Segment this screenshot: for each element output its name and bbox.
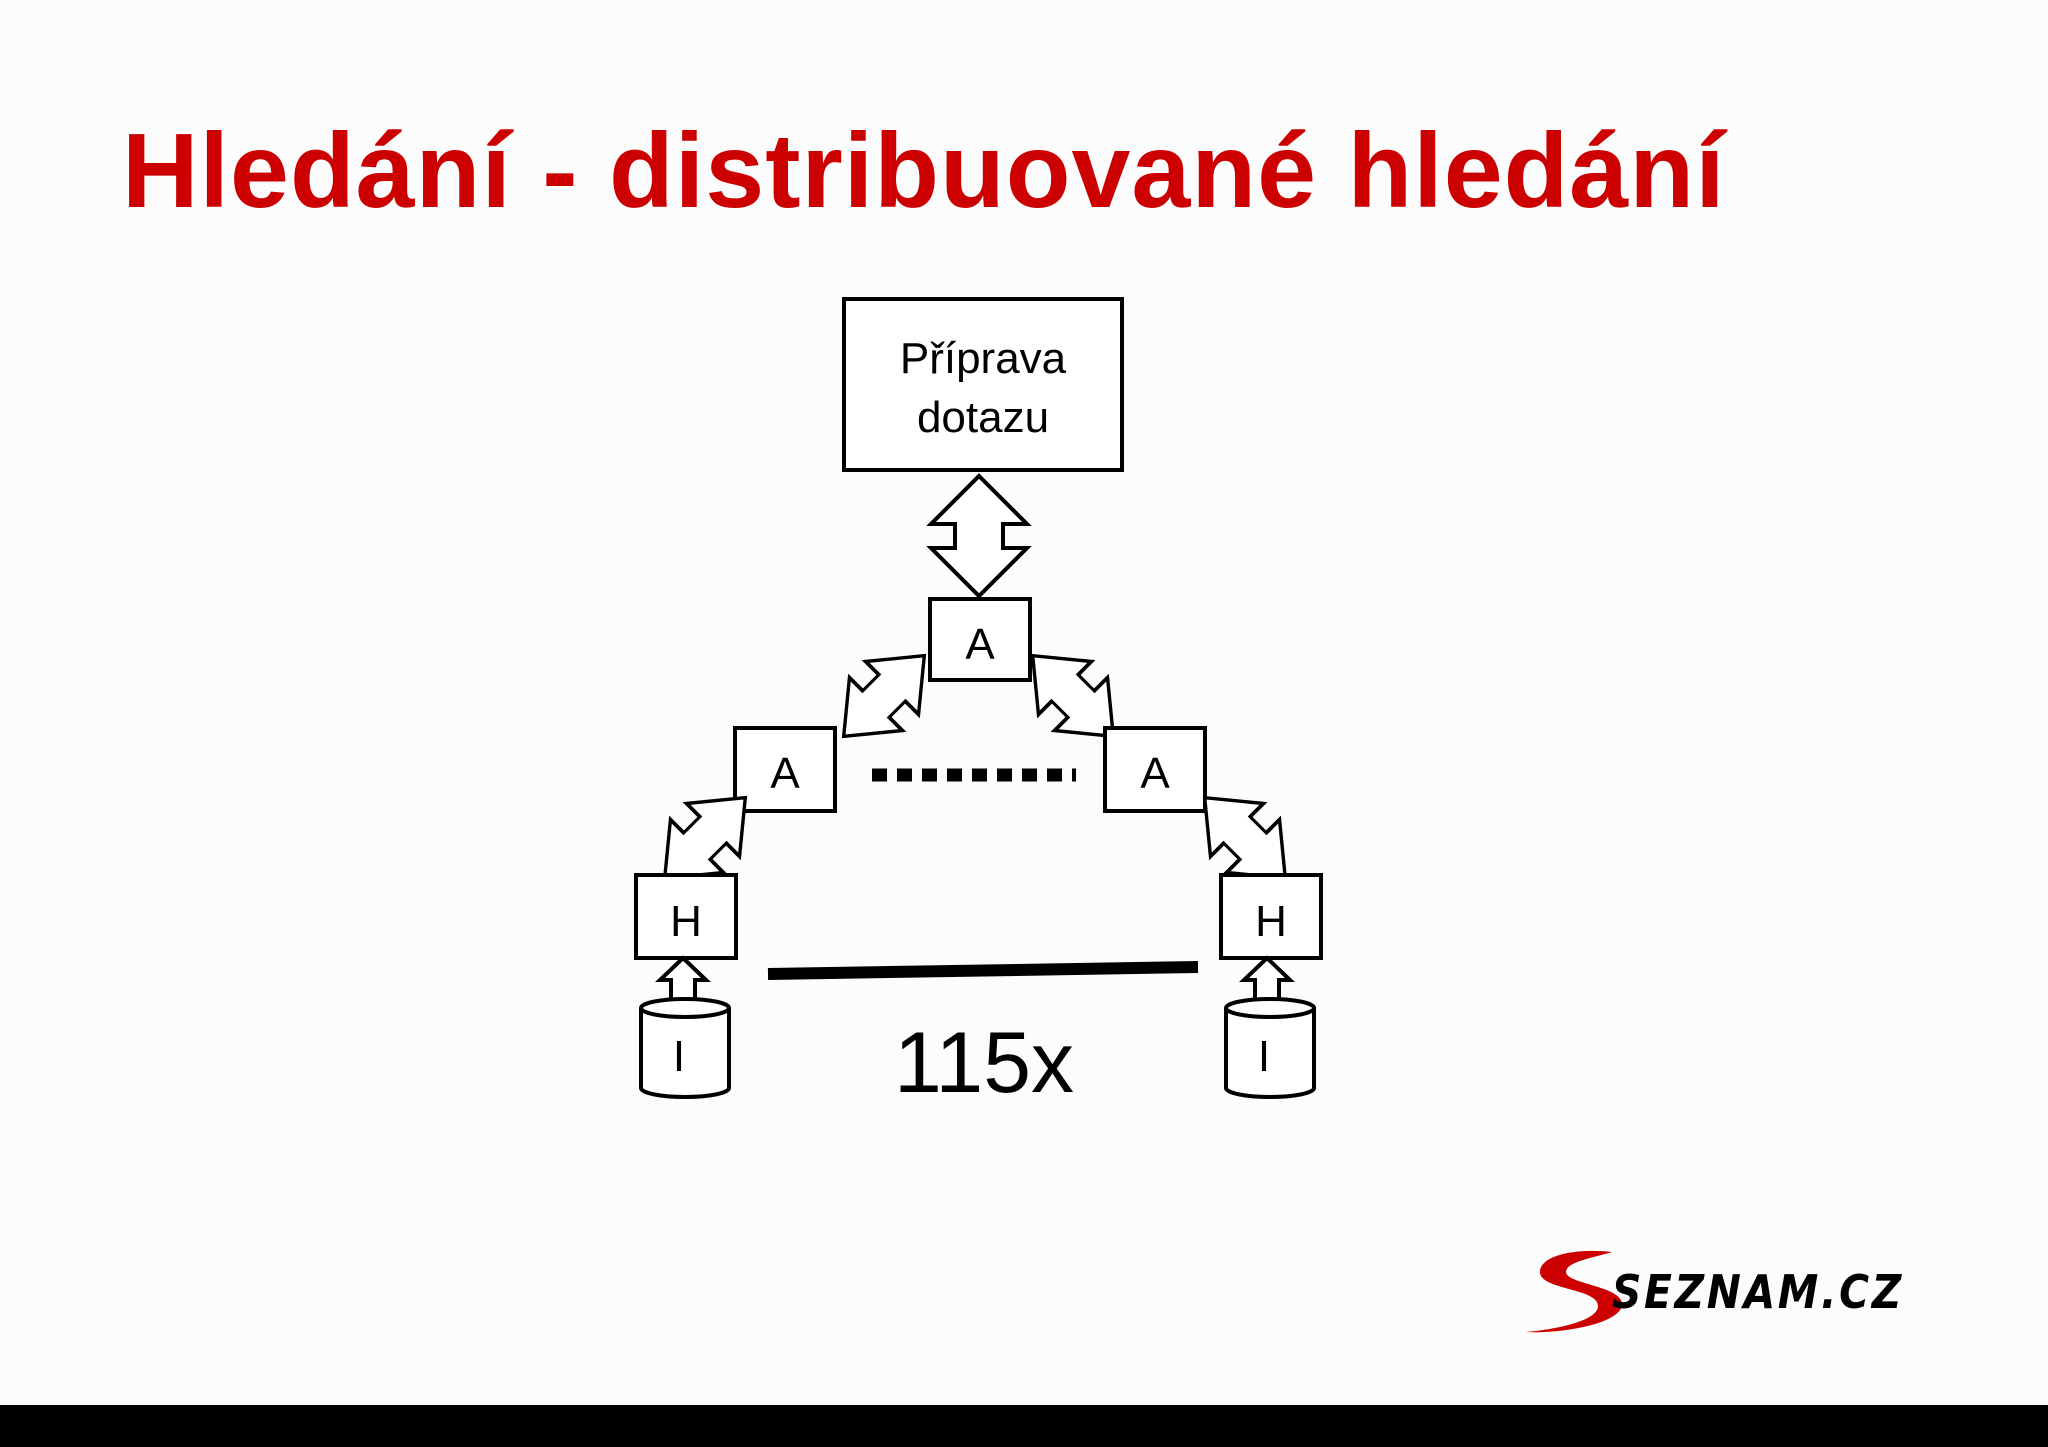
logo-swoosh-icon: [1526, 1250, 1622, 1333]
right-aggregator-label: A: [1140, 749, 1170, 798]
node-span-line: [767, 961, 1199, 980]
left-index-cylinder: [639, 997, 731, 1099]
query-preparation-line1: Příprava: [900, 334, 1067, 383]
left-h-box: [634, 873, 738, 960]
slide-title: Hledání - distribuované hledání: [122, 112, 1726, 230]
right-index-label: I: [1258, 1032, 1270, 1081]
left-index-label: I: [673, 1032, 685, 1081]
right-index-cylinder: [1224, 997, 1316, 1099]
root-aggregator-label: A: [965, 620, 995, 669]
right-h-box: [1219, 873, 1323, 960]
slide-background: [0, 0, 2048, 1405]
bottom-black-bar: [0, 1405, 2048, 1447]
top-bidirectional-arrow: [929, 474, 1029, 598]
seznam-logo: SEZNAM.CZ: [1526, 1250, 1904, 1333]
right-h-label: H: [1255, 897, 1287, 946]
left-h-label: H: [670, 897, 702, 946]
query-preparation-line2: dotazu: [917, 393, 1049, 442]
root-aggregator-box: [928, 597, 1032, 682]
logo-wordmark: SEZNAM.CZ: [1612, 1265, 1904, 1319]
query-preparation-box: [842, 297, 1124, 472]
left-aggregator-box: [733, 726, 837, 813]
right-aggregator-box: [1103, 726, 1207, 813]
distributed-search-diagram: Příprava dotazu A A A H H I I 115x: [634, 297, 1323, 1111]
node-count-label: 115x: [894, 1015, 1074, 1111]
left-aggregator-label: A: [770, 749, 800, 798]
